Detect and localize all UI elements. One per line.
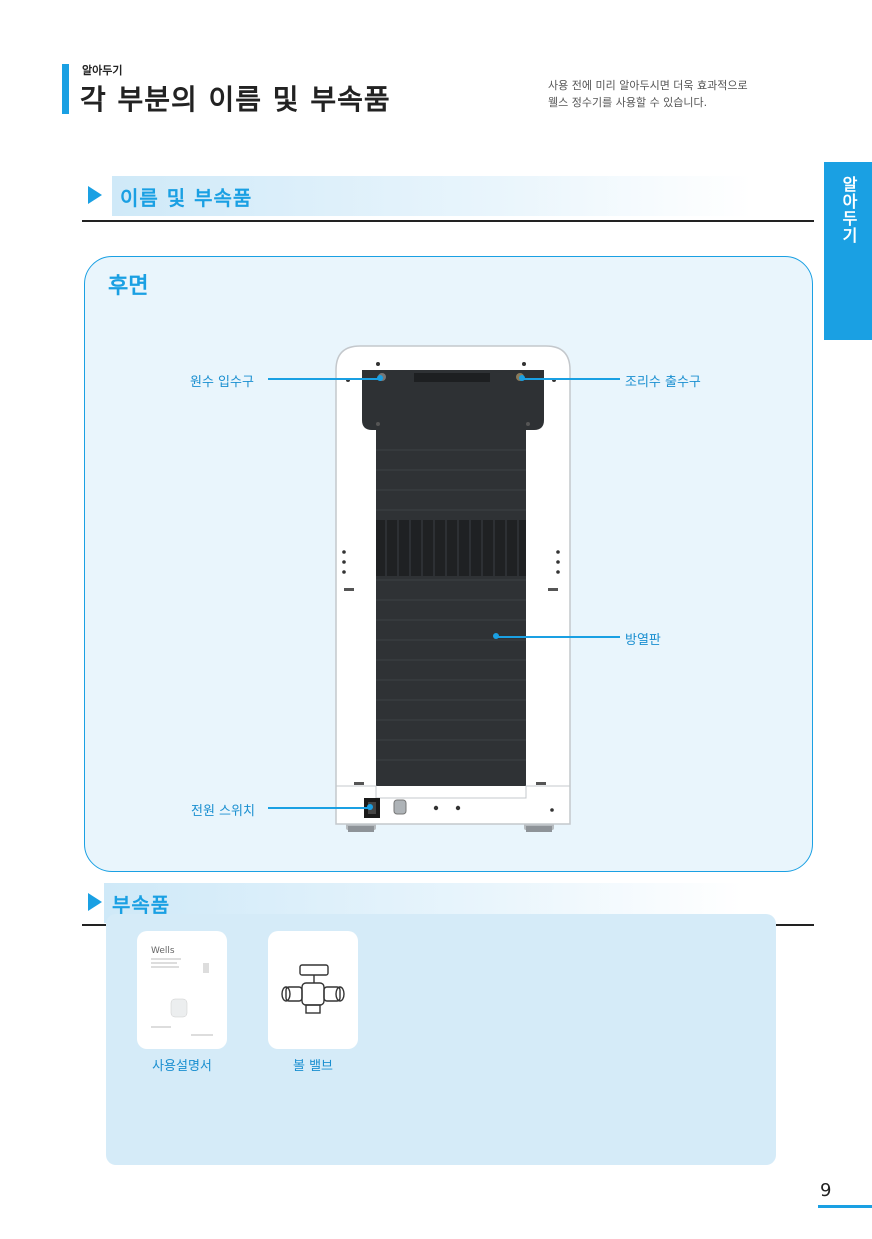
- page-number-underline: [818, 1205, 872, 1208]
- callout-dot-cooking-water-outlet: [519, 375, 525, 381]
- callout-raw-water-inlet: 원수 입수구: [190, 375, 254, 390]
- accessory-card-ball-valve: [268, 931, 358, 1049]
- header-description-line-1: 사용 전에 미리 알아두시면 더욱 효과적으로: [548, 79, 748, 92]
- section-arrow-icon: [88, 893, 102, 911]
- section-heading-names: 이름 및 부속품: [82, 176, 762, 216]
- section-title-accessories: 부속품: [112, 893, 171, 917]
- purifier-rear-illustration: [335, 345, 571, 832]
- callout-line-cooking-water-outlet: [522, 378, 620, 380]
- section-title-names: 이름 및 부속품: [120, 186, 253, 210]
- header-description-line-2: 웰스 정수기를 사용할 수 있습니다.: [548, 96, 708, 109]
- page-title: 각 부분의 이름 및 부속품: [80, 83, 391, 116]
- callout-line-power-switch: [268, 807, 370, 809]
- callout-line-raw-water-inlet: [268, 378, 380, 380]
- section-heading-background: [112, 176, 752, 216]
- section-arrow-icon: [88, 186, 102, 204]
- section-divider: [82, 220, 814, 222]
- accessory-card-manual: Wells: [137, 931, 227, 1049]
- callout-cooking-water-outlet: 조리수 출수구: [625, 375, 701, 390]
- ball-valve-icon: [281, 964, 345, 1014]
- header-category-label: 알아두기: [82, 64, 123, 77]
- manual-brand-text: Wells: [151, 946, 175, 956]
- header-accent-bar: [62, 64, 69, 114]
- callout-power-switch: 전원 스위치: [191, 804, 255, 819]
- side-chapter-tab[interactable]: 알아두기: [824, 162, 872, 340]
- callout-dot-heat-sink: [493, 633, 499, 639]
- accessory-label-ball-valve: 볼 밸브: [292, 1059, 333, 1074]
- callout-dot-power-switch: [367, 804, 373, 810]
- callout-dot-raw-water-inlet: [377, 375, 383, 381]
- user-manual-image: Wells: [147, 939, 217, 1039]
- callout-heat-sink: 방열판: [625, 633, 661, 648]
- page-number: 9: [820, 1180, 832, 1201]
- callout-line-heat-sink: [496, 636, 620, 638]
- header-description: 사용 전에 미리 알아두시면 더욱 효과적으로 웰스 정수기를 사용할 수 있습…: [548, 77, 808, 111]
- rear-view-title: 후면: [108, 274, 149, 299]
- accessory-label-manual: 사용설명서: [152, 1059, 212, 1074]
